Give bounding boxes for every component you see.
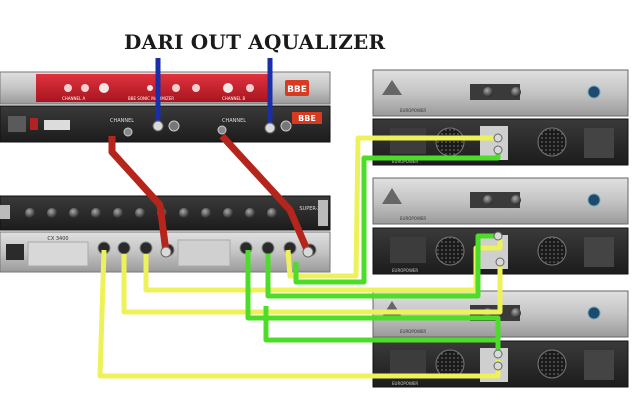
amp-1-front xyxy=(372,69,629,117)
amp-1-rear-label: EUROPOWER xyxy=(392,159,418,164)
bbe-front-panel: BBE CHANNEL A BBE SONIC MAXIMIZER CHANNE… xyxy=(0,71,331,105)
bbe-rear-label-b: CHANNEL xyxy=(222,118,246,124)
cable-red-left xyxy=(108,136,170,253)
amp-3-fan-right xyxy=(537,349,567,379)
crossover-power-inlet xyxy=(6,244,24,260)
amp-3-rear-label: EUROPOWER xyxy=(392,381,418,386)
cable-yellow-4 xyxy=(285,135,498,279)
amp-3-front-label: EUROPOWER xyxy=(400,329,426,334)
caption-title: DARI OUT AQUALIZER xyxy=(124,30,386,54)
amp-2-fan-right xyxy=(537,236,567,266)
bbe-rear-brand: BBE xyxy=(298,114,316,123)
cables-bbe-to-crossover xyxy=(108,133,312,254)
crossover-rear-label: CX 3400 xyxy=(47,236,68,242)
cable-green-4 xyxy=(263,306,501,346)
cable-green-2 xyxy=(265,233,498,299)
bbe-front-knob-row xyxy=(64,83,254,93)
bbe-front-label-a: CHANNEL A xyxy=(62,96,86,101)
bbe-front-label-b: CHANNEL B xyxy=(222,96,246,101)
bbe-logo-badge xyxy=(285,80,309,96)
power-inlet xyxy=(8,116,26,132)
amp-2-front-label: EUROPOWER xyxy=(400,216,426,221)
cables-input-from-eq xyxy=(155,58,273,128)
cable-red-right xyxy=(219,133,312,254)
cable-green-1 xyxy=(245,250,501,354)
bbe-front-brand: BBE xyxy=(287,85,307,95)
crossover-knob-row xyxy=(25,208,277,218)
amp-2-fan-left xyxy=(435,236,465,266)
amp-1-fan-right xyxy=(537,127,567,157)
power-switch xyxy=(30,118,38,130)
cable-green-3 xyxy=(293,150,501,285)
cable-yellow-2 xyxy=(121,254,503,315)
bbe-rear-panel: CHANNEL CHANNEL BBE xyxy=(0,105,331,143)
cables-low-band xyxy=(245,150,501,354)
amp-1-front-label: EUROPOWER xyxy=(400,108,426,113)
amp-2-rear-label: EUROPOWER xyxy=(392,268,418,273)
bbe-rear-label-a: CHANNEL xyxy=(110,118,134,124)
amp-1-fan-left xyxy=(435,127,465,157)
warning-label xyxy=(44,120,70,130)
crossover-front-label: SUPER-X xyxy=(299,206,321,212)
plug-ends xyxy=(152,120,505,371)
bbe-front-label-mid: BBE SONIC MAXIMIZER xyxy=(128,96,174,101)
bbe-rear-jacks xyxy=(123,120,292,137)
amp-1: EUROPOWER EUROPOWER xyxy=(372,69,629,166)
